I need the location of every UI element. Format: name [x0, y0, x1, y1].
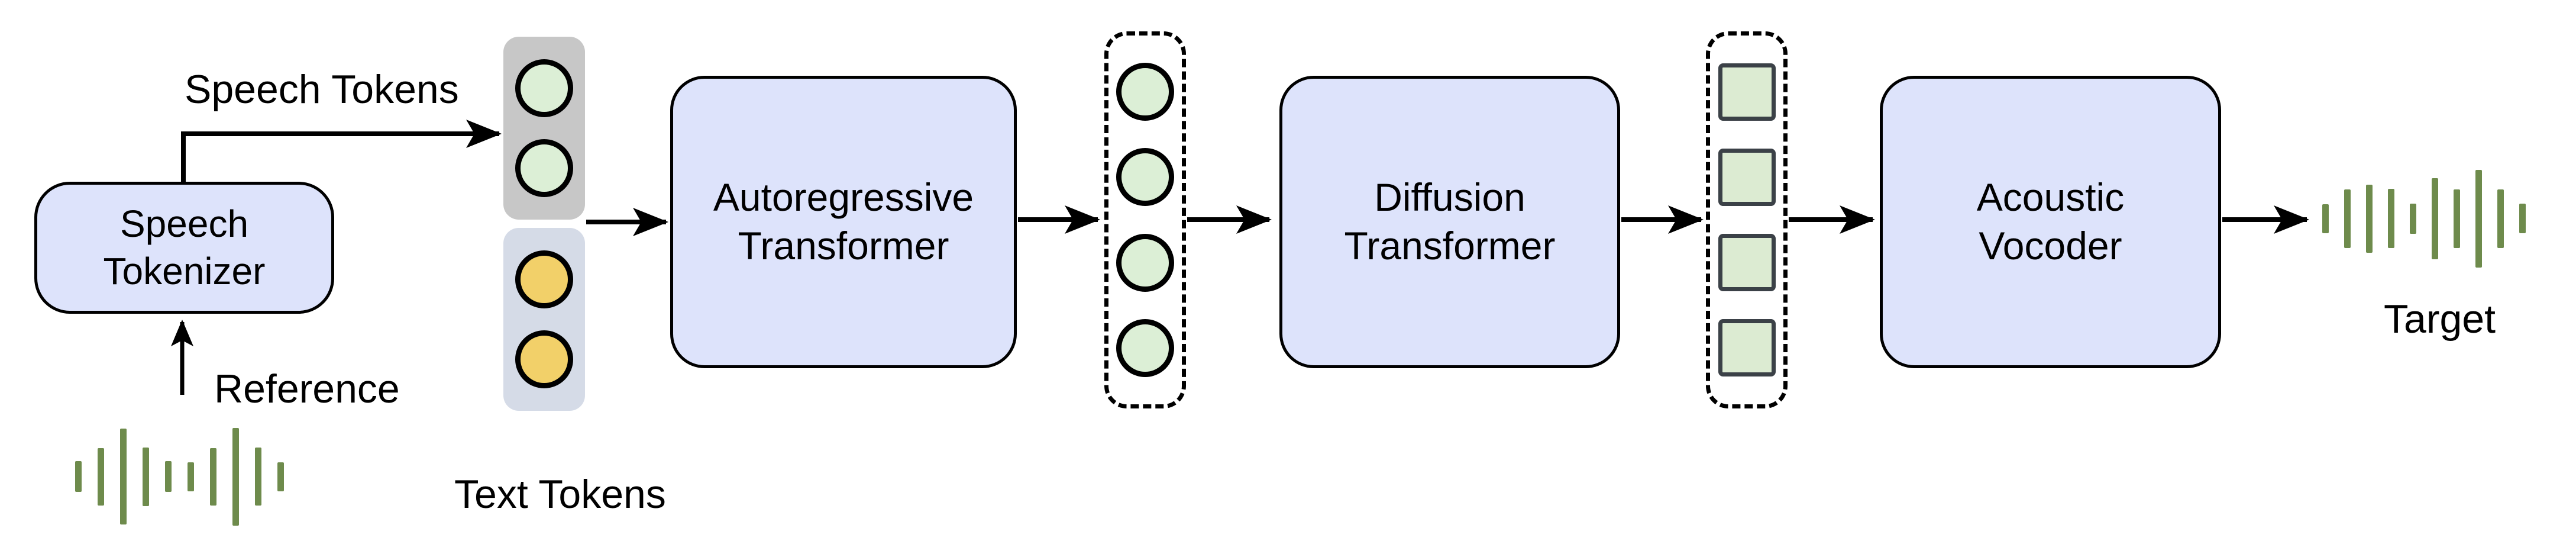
waveform-bar — [2322, 204, 2329, 233]
waveform-bar — [2410, 203, 2416, 234]
token-green-square — [1718, 319, 1776, 376]
waveform-bar — [277, 462, 284, 491]
token-green-circle — [515, 59, 573, 117]
token-yellow-circle — [515, 330, 573, 389]
text-token-group — [503, 228, 585, 411]
node-autoregressive-transformer: Autoregressive Transformer — [670, 76, 1017, 368]
semantic-latents-column — [1104, 31, 1186, 408]
token-yellow-circle — [515, 250, 573, 308]
waveform-bar — [232, 427, 239, 526]
token-green-circle — [1116, 318, 1174, 377]
waveform-bar — [120, 429, 127, 524]
waveform-bar — [2344, 189, 2351, 248]
reference-label: Reference — [214, 366, 400, 411]
token-green-circle — [1116, 148, 1174, 207]
waveform-bar — [2475, 169, 2482, 268]
node-speech-tokenizer: Speech Tokenizer — [34, 182, 334, 314]
node-label-line: Acoustic — [1976, 175, 2125, 220]
token-green-circle — [1116, 63, 1174, 121]
reference-waveform-icon — [75, 427, 284, 526]
waveform-bar — [2497, 189, 2504, 248]
token-green-square — [1718, 63, 1776, 121]
text-tokens-label: Text Tokens — [454, 472, 666, 517]
token-green-circle — [515, 139, 573, 198]
token-green-circle — [1116, 233, 1174, 292]
speech-tokens-label: Speech Tokens — [185, 67, 459, 112]
arrow-speech-tokens — [181, 120, 502, 182]
node-label-line: Speech — [119, 202, 249, 246]
node-label-line: Vocoder — [1979, 224, 2122, 268]
waveform-bar — [255, 448, 261, 506]
node-acoustic-vocoder: Acoustic Vocoder — [1880, 76, 2221, 368]
target-label: Target — [2384, 297, 2496, 342]
speech-token-group — [503, 37, 585, 220]
waveform-bar — [98, 448, 104, 506]
waveform-bar — [188, 462, 194, 491]
waveform-bar — [2432, 178, 2438, 259]
token-green-square — [1718, 234, 1776, 291]
waveform-bar — [143, 447, 149, 506]
waveform-bar — [210, 448, 216, 506]
waveform-bar — [2519, 204, 2526, 233]
waveform-bar — [2454, 189, 2460, 248]
node-label-line: Transformer — [738, 224, 949, 268]
node-label-line: Diffusion — [1374, 175, 1525, 220]
token-green-square — [1718, 149, 1776, 206]
target-waveform-icon — [2322, 169, 2526, 268]
node-label-line: Tokenizer — [103, 249, 266, 292]
waveform-bar — [2388, 189, 2394, 248]
waveform-bar — [2366, 184, 2373, 253]
waveform-bar — [165, 461, 172, 492]
node-label-line: Autoregressive — [713, 175, 974, 220]
acoustic-latents-column — [1706, 31, 1788, 408]
waveform-bar — [75, 461, 82, 492]
node-diffusion-transformer: Diffusion Transformer — [1279, 76, 1620, 368]
node-label-line: Transformer — [1344, 224, 1556, 268]
